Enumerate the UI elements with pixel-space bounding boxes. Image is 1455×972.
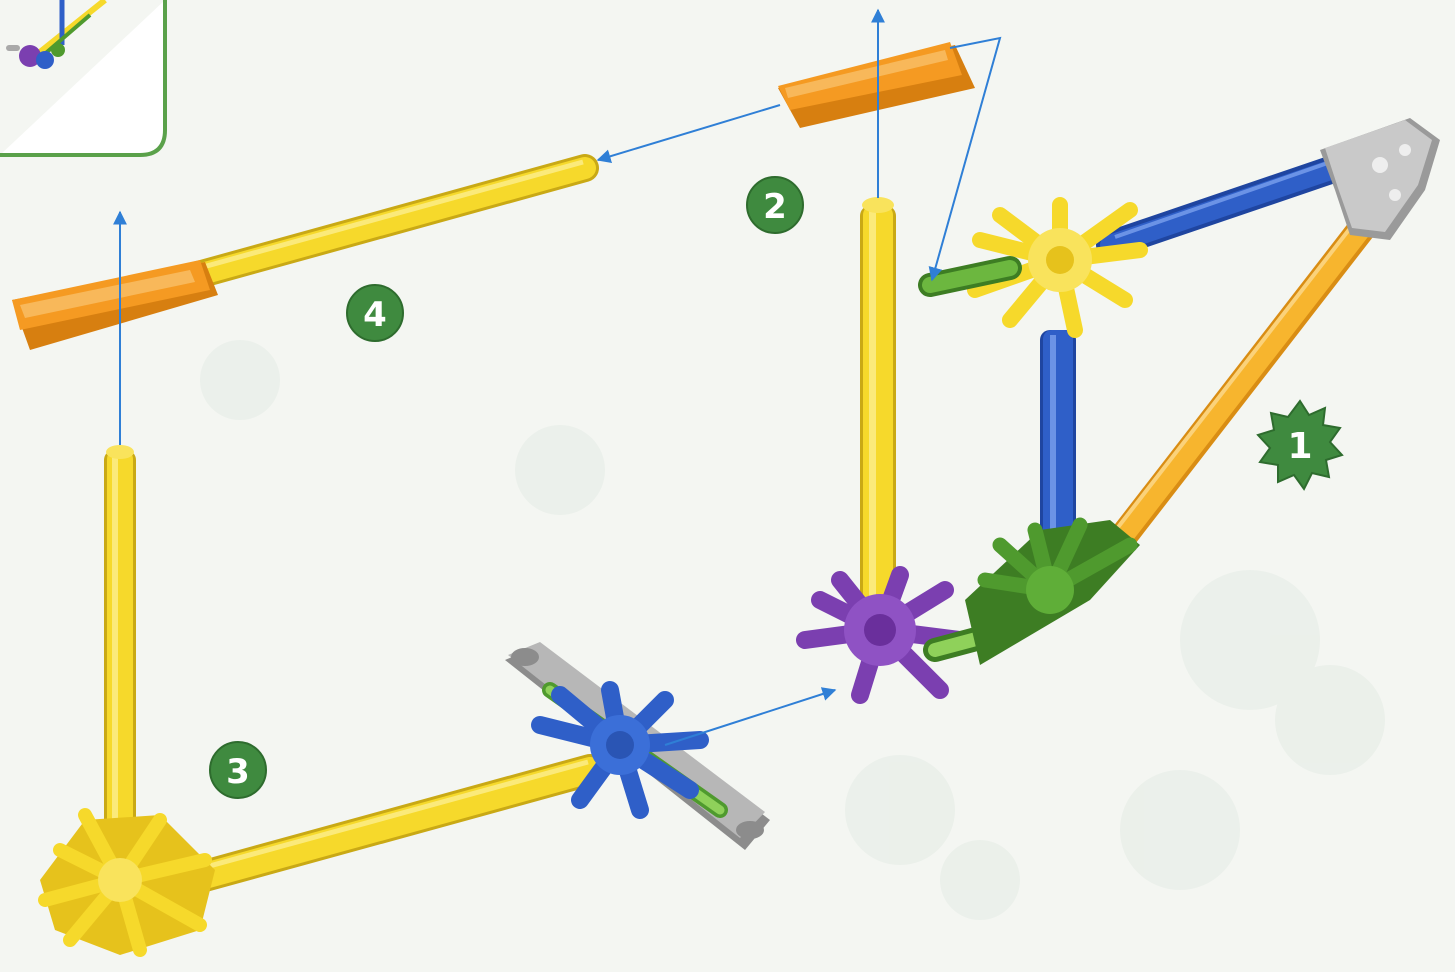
step-label-1: 1 [1287, 426, 1312, 467]
orange-connector-step4 [12, 260, 218, 350]
green-rod-short [930, 268, 1010, 285]
step-badge-4: 4 [347, 285, 403, 341]
step-badge-1: 1 [1258, 401, 1342, 489]
green-connector [965, 520, 1140, 665]
yellow-rod-left-vertical [104, 445, 136, 850]
step-label-4: 4 [363, 295, 387, 335]
step-label-3: 3 [226, 752, 250, 792]
yellow-rod-step4 [180, 162, 585, 280]
orange-connector-step2 [778, 42, 975, 128]
step-badge-3: 3 [210, 742, 266, 798]
blue-rod-top [1110, 158, 1345, 245]
blue-rod-vertical [1040, 330, 1076, 560]
yellow-connector-bottom-left [40, 815, 215, 955]
step-label-2: 2 [763, 187, 787, 227]
gray-connector-top-right [1320, 118, 1440, 240]
preview-thumbnail-icon [0, 0, 165, 155]
step-badge-2: 2 [747, 177, 803, 233]
yellow-rod-center-vertical [860, 197, 896, 615]
